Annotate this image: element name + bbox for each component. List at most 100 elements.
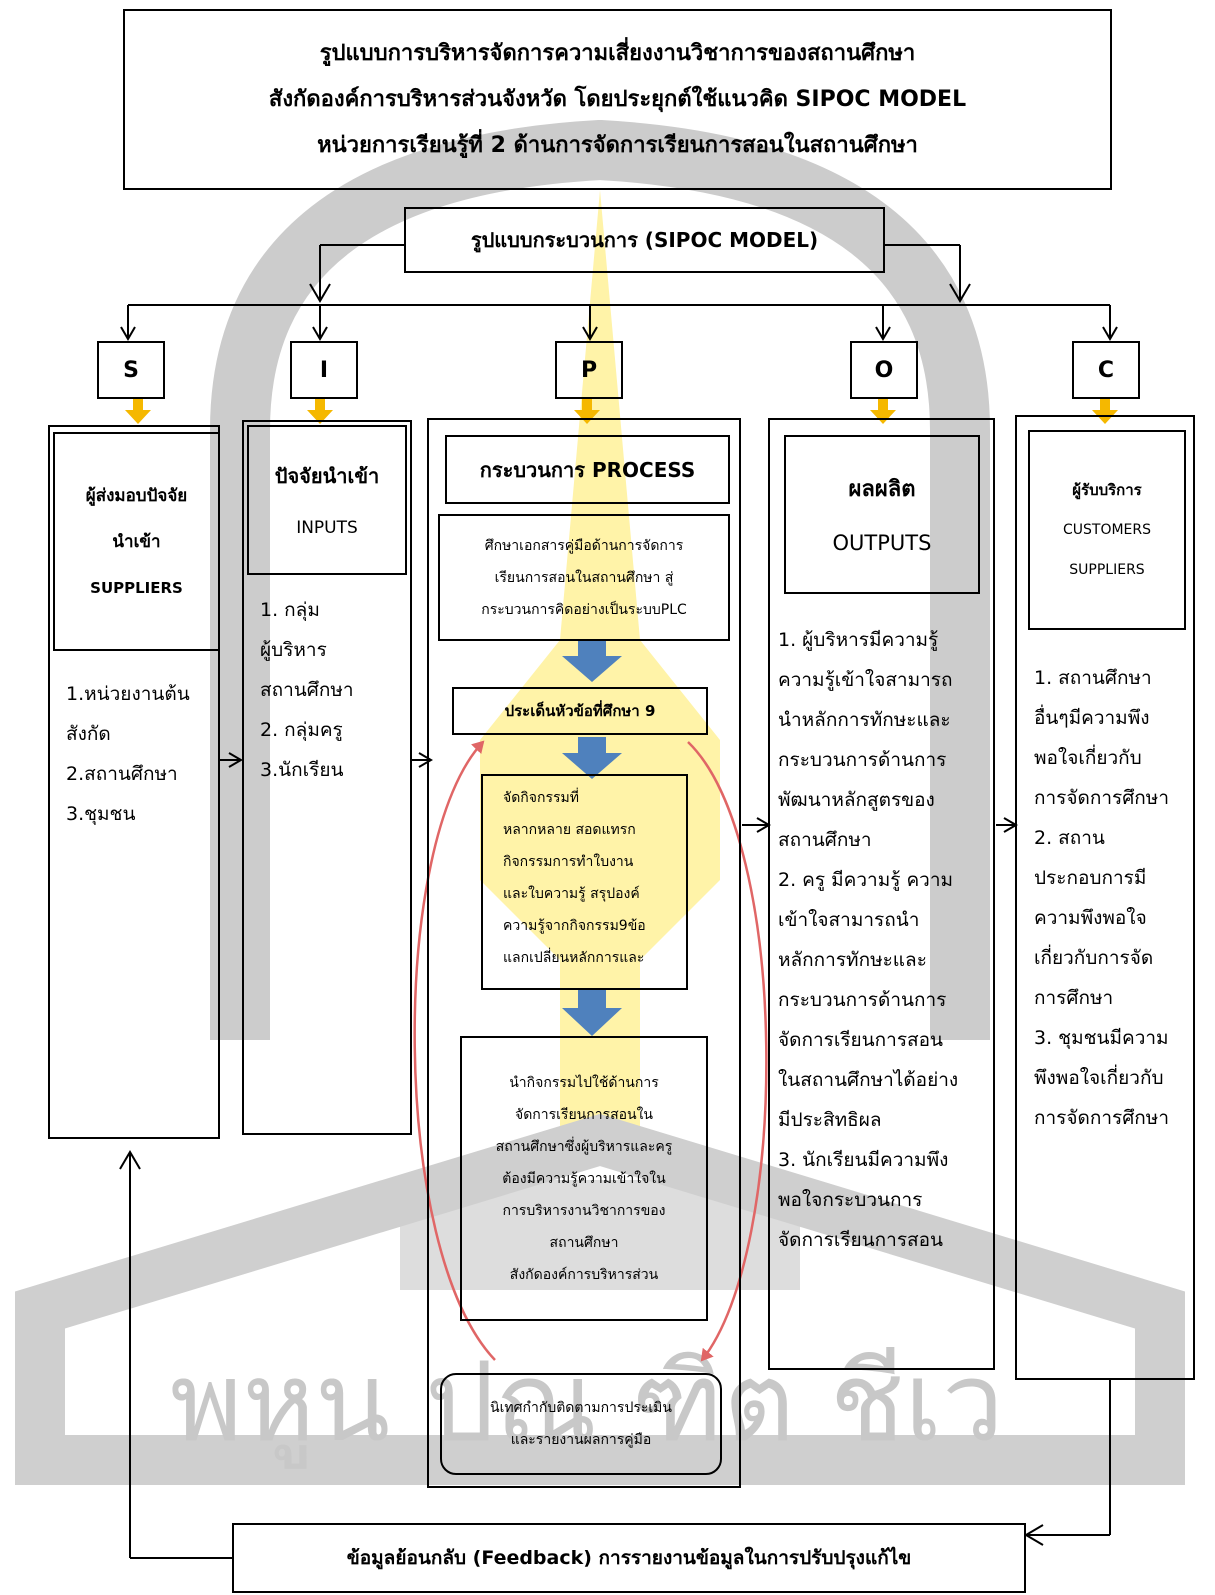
list-item: สถานศึกษา [260, 679, 354, 701]
customers-title-en-1: CUSTOMERS [1062, 522, 1152, 538]
list-item: การจัดการศึกษา [1034, 787, 1169, 809]
blue-down-arrow [562, 640, 622, 682]
process-title-box: กระบวนการ PROCESS [445, 435, 730, 504]
list-item: ประกอบการมี [1034, 867, 1147, 889]
inputs-column [242, 420, 412, 1135]
list-item: อื่นๆมีความพึง [1034, 707, 1150, 729]
customers-title-en-2: SUPPLIERS [1069, 562, 1145, 578]
list-item: พอใจกระบวนการ [778, 1189, 923, 1211]
inputs-list: 1. กลุ่ม ผู้บริหาร สถานศึกษา 2. กลุ่มครู… [260, 590, 408, 790]
list-item: พอใจเกี่ยวกับ [1034, 747, 1142, 769]
letter-c: C [1072, 341, 1140, 399]
suppliers-title-1: ผู้ส่งมอบปัจจัย [85, 485, 188, 506]
suppliers-title-2: นำเข้า [112, 531, 161, 552]
list-item: พัฒนาหลักสูตรของ [778, 789, 935, 811]
list-item: 3. นักเรียนมีความพึง [778, 1149, 949, 1171]
list-item: สังกัด [66, 723, 111, 745]
feedback-box: ข้อมูลย้อนกลับ (Feedback) การรายงานข้อมู… [232, 1523, 1026, 1593]
orange-arrow [574, 398, 600, 424]
list-item: เข้าใจสามารถนำ [778, 909, 920, 931]
inputs-title-en: INPUTS [296, 518, 358, 538]
process-step-2-label: ประเด็นหัวข้อที่ศึกษา 9 [504, 702, 656, 720]
orange-arrow [125, 398, 151, 424]
process-step-5-line: นิเทศกำกับติดตามการประเมิน [490, 1400, 672, 1416]
suppliers-title-en: SUPPLIERS [90, 578, 183, 597]
list-item: 1. สถานศึกษา [1034, 667, 1152, 689]
header-line-2: สังกัดองค์การบริหารส่วนจังหวัด โดยประยุก… [268, 86, 967, 112]
list-item: 1.หน่วยงานต้น [66, 683, 190, 705]
process-step-4-line: สถานศึกษา [549, 1234, 619, 1251]
customers-title-box: ผู้รับบริการ CUSTOMERS SUPPLIERS [1028, 430, 1186, 630]
process-step-1-line: กระบวนการคิดอย่างเป็นระบบPLC [481, 601, 687, 618]
cycle-arrow-left [413, 740, 496, 1361]
list-item: 2. กลุ่มครู [260, 719, 343, 741]
header-line-3: หน่วยการเรียนรู้ที่ 2 ด้านการจัดการเรียน… [317, 132, 918, 158]
list-item: 3.นักเรียน [260, 759, 344, 781]
process-step-5: นิเทศกำกับติดตามการประเมิน และรายงานผลกา… [440, 1373, 722, 1475]
process-step-3-line: และใบความรู้ สรุปองค์ [503, 886, 640, 902]
blue-down-arrow [562, 990, 622, 1036]
suppliers-list: 1.หน่วยงานต้น สังกัด 2.สถานศึกษา 3.ชุมชน [66, 674, 216, 834]
process-step-1-line: ศึกษาเอกสารคู่มือด้านการจัดการ [484, 537, 684, 554]
outputs-column [768, 418, 995, 1370]
blue-down-arrow [562, 737, 622, 779]
process-step-4: นำกิจกรรมไปใช้ด้านการ จัดการเรียนการสอนใ… [460, 1036, 708, 1321]
list-item: กระบวนการด้านการ [778, 989, 947, 1011]
customers-column [1015, 415, 1195, 1380]
list-item: ความรู้เข้าใจสามารถ [778, 669, 953, 691]
list-item: การจัดการศึกษา [1034, 1107, 1169, 1129]
list-item: 2. ครู มีความรู้ ความ [778, 869, 954, 891]
list-item: การศึกษา [1034, 987, 1114, 1009]
letter-p: P [555, 341, 623, 399]
outputs-title: ผลผลิต [848, 476, 916, 502]
process-step-4-line: การบริหารงานวิชาการของ [502, 1202, 666, 1219]
suppliers-title-box: ผู้ส่งมอบปัจจัย นำเข้า SUPPLIERS [53, 432, 220, 651]
process-step-1: ศึกษาเอกสารคู่มือด้านการจัดการ เรียนการส… [438, 514, 730, 641]
process-step-4-line: นำกิจกรรมไปใช้ด้านการ [509, 1074, 659, 1091]
watermark-ribbon [14, 1113, 1185, 1485]
list-item: 3.ชุมชน [66, 803, 136, 825]
customers-title: ผู้รับบริการ [1072, 481, 1142, 499]
outputs-title-box: ผลผลิต OUTPUTS [784, 435, 980, 594]
outputs-list: 1. ผู้บริหารมีความรู้ ความรู้เข้าใจสามาร… [778, 620, 990, 1260]
list-item: พึงพอใจเกี่ยวกับ [1034, 1067, 1164, 1089]
orange-arrow [870, 398, 896, 424]
process-step-3-line: แลกเปลี่ยนหลักการและ [503, 950, 645, 966]
customers-list: 1. สถานศึกษา อื่นๆมีความพึง พอใจเกี่ยวกั… [1034, 658, 1192, 1138]
orange-arrow [1092, 398, 1118, 424]
process-step-4-line: สถานศึกษาซึ่งผู้บริหารและครู [495, 1138, 673, 1155]
list-item: 2.สถานศึกษา [66, 763, 178, 785]
cycle-arrow-right [687, 741, 768, 1362]
list-item: เกี่ยวกับการจัด [1034, 947, 1154, 969]
outputs-title-en: OUTPUTS [832, 530, 932, 555]
process-step-4-line: สังกัดองค์การบริหารส่วน [509, 1266, 659, 1283]
list-item: ในสถานศึกษาได้อย่าง [778, 1069, 959, 1091]
letter-s: S [97, 341, 165, 399]
letter-o: O [850, 341, 918, 399]
list-item: จัดการเรียนการสอน [778, 1029, 944, 1051]
watermark-arch [210, 119, 990, 1040]
process-step-4-line: จัดการเรียนการสอนใน [514, 1106, 654, 1123]
list-item: 1. ผู้บริหารมีความรู้ [778, 629, 939, 651]
process-step-2: ประเด็นหัวข้อที่ศึกษา 9 [452, 687, 708, 735]
watermark-text: พหูน ปณ ฑิต ชีเว [170, 1338, 1004, 1469]
process-step-3-line: ความรู้จากกิจกรรม9ข้อ [503, 918, 646, 934]
process-step-5-line: และรายงานผลการคู่มือ [510, 1432, 652, 1448]
list-item: ผู้บริหาร [260, 639, 327, 661]
process-step-3-line: กิจกรรมการทำใบงาน [503, 854, 634, 870]
process-step-1-line: เรียนการสอนในสถานศึกษา สู่ [494, 569, 674, 586]
process-column [427, 418, 741, 1488]
list-item: ความพึงพอใจ [1034, 907, 1147, 929]
process-step-3-line: จัดกิจกรรมที่ [503, 790, 579, 806]
model-title: รูปแบบกระบวนการ (SIPOC MODEL) [470, 228, 819, 252]
orange-arrow [307, 398, 333, 424]
feedback-label: ข้อมูลย้อนกลับ (Feedback) การรายงานข้อมู… [346, 1547, 912, 1569]
process-step-4-line: ต้องมีความรู้ความเข้าใจใน [502, 1170, 666, 1187]
process-step-3: จัดกิจกรรมที่ หลากหลาย สอดแทรก กิจกรรมกา… [481, 774, 688, 990]
list-item: 1. กลุ่ม [260, 599, 320, 621]
list-item: นำหลักการทักษะและ [778, 709, 951, 731]
list-item: 3. ชุมชนมีความ [1034, 1027, 1169, 1049]
diagram-header: รูปแบบการบริหารจัดการความเสี่ยงงานวิชากา… [123, 9, 1112, 190]
model-title-box: รูปแบบกระบวนการ (SIPOC MODEL) [404, 207, 885, 273]
